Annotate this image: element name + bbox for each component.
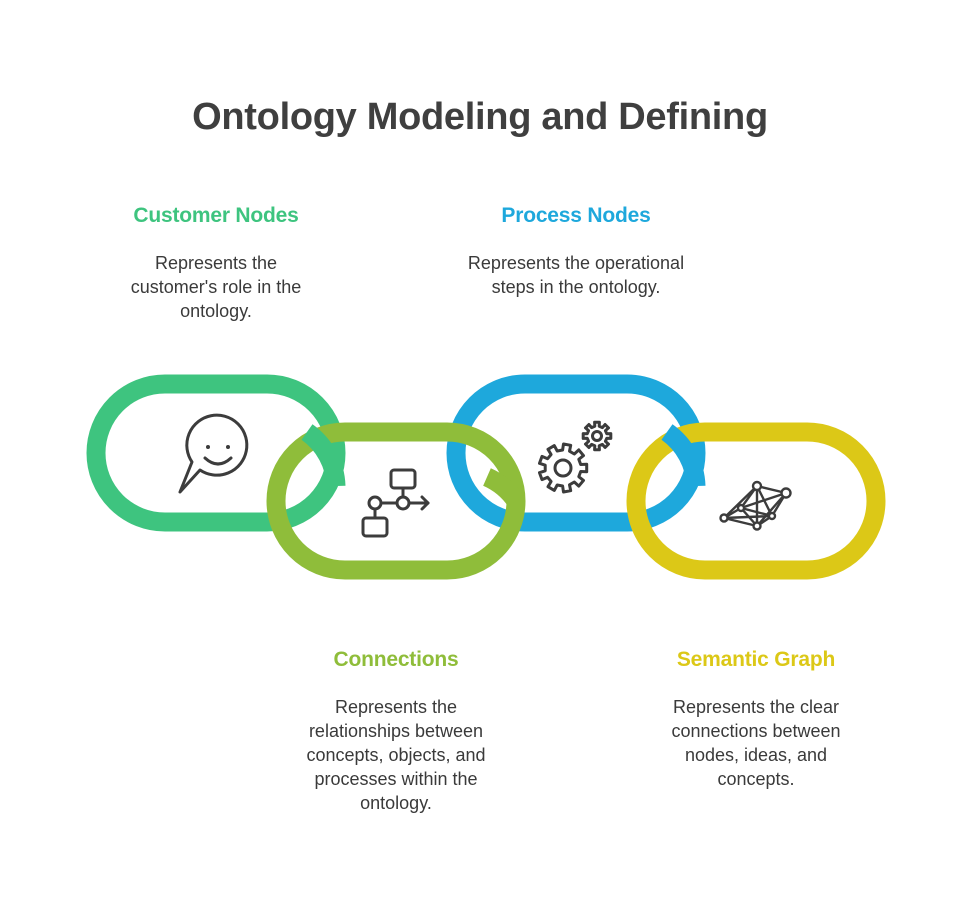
- link-semantic-graph: [626, 422, 886, 580]
- customer-nodes-heading: Customer Nodes: [133, 204, 299, 227]
- gear-1: [538, 442, 589, 494]
- label-semantic-graph: Semantic Graph Represents the clear conn…: [626, 648, 886, 791]
- label-process-nodes: Process Nodes Represents the operational…: [446, 204, 706, 299]
- gear-1-hub: [553, 458, 573, 478]
- connections-description: Represents the relationships between con…: [306, 697, 486, 813]
- speech-bubble-smile-icon: [178, 413, 249, 494]
- link-overlap-green: [301, 424, 346, 487]
- process-nodes-description: Represents the operational steps in the …: [467, 253, 685, 297]
- connections-heading: Connections: [333, 648, 459, 671]
- link-overlap-lime: [482, 468, 524, 507]
- network-graph-icon: [719, 480, 792, 531]
- label-connections: Connections Represents the relationships…: [266, 648, 526, 815]
- diagram-title: Ontology Modeling and Defining: [192, 96, 768, 138]
- process-nodes-heading: Process Nodes: [501, 204, 651, 227]
- flowchart-icon: [361, 468, 430, 538]
- label-customer-nodes: Customer Nodes Represents the customer's…: [86, 204, 346, 323]
- customer-nodes-description: Represents the customer's role in the on…: [130, 253, 302, 321]
- gear-2-hub: [591, 430, 603, 442]
- semantic-graph-heading: Semantic Graph: [676, 648, 836, 671]
- semantic-graph-description: Represents the clear connections between…: [671, 697, 841, 789]
- link-overlap-blue: [661, 424, 706, 487]
- gears-icon: [538, 420, 613, 494]
- gear-2: [581, 420, 613, 452]
